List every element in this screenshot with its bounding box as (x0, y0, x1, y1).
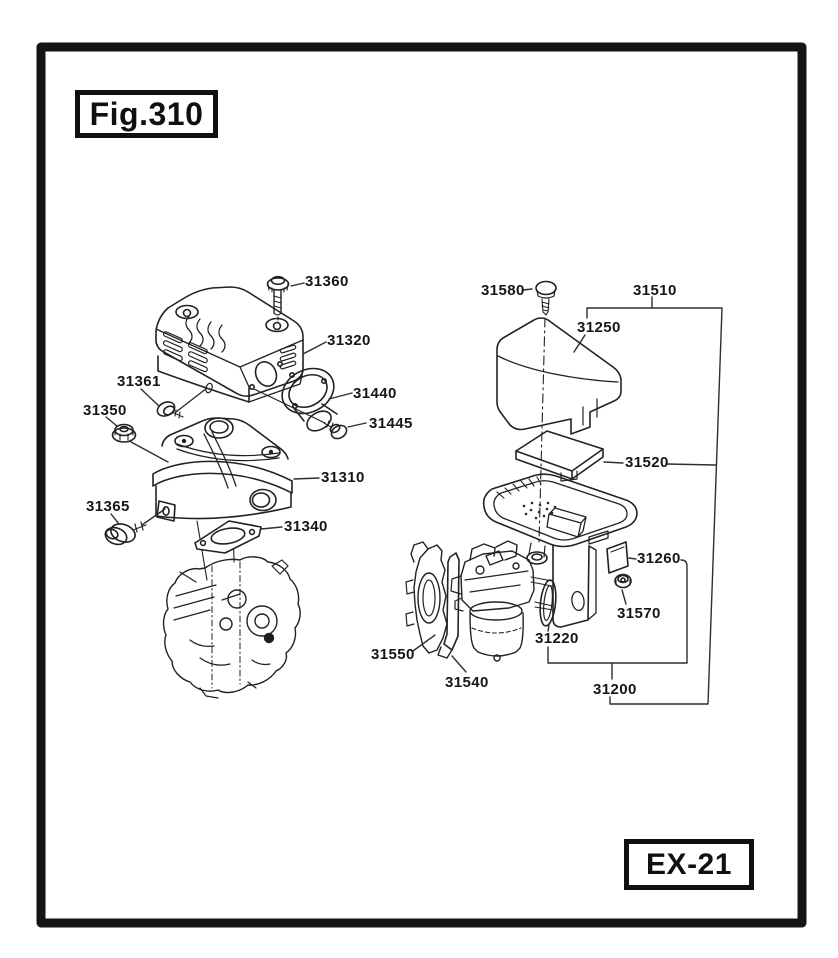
page-border (36, 42, 807, 928)
part-label-31320: 31320 (327, 332, 371, 349)
air-cleaner-assembly-drawing (405, 280, 638, 662)
gasket-31220-sketch (539, 579, 557, 627)
carburetor-sketch (450, 540, 535, 662)
part-label-31250: 31250 (577, 319, 621, 336)
part-label-31220: 31220 (535, 630, 579, 647)
part-label-31200: 31200 (593, 681, 637, 698)
nut-31570-sketch (614, 573, 632, 589)
part-label-31361: 31361 (117, 373, 161, 390)
air-cleaner-cover-31250-sketch (496, 317, 622, 435)
part-label-31445: 31445 (369, 415, 413, 432)
callout-lines (105, 282, 723, 705)
part-label-31440: 31440 (353, 385, 397, 402)
part-label-31580: 31580 (481, 282, 525, 299)
filter-element-31520-sketch (515, 430, 604, 482)
figure-number: Fig.310 (89, 95, 204, 132)
muffler-assembly-drawing (104, 275, 348, 699)
part-label-31260: 31260 (637, 550, 681, 567)
part-label-31310: 31310 (321, 469, 365, 486)
part-label-31350: 31350 (83, 402, 127, 419)
air-cleaner-base-31200-sketch (482, 473, 638, 628)
nut-31350-sketch (111, 423, 137, 443)
part-label-31540: 31540 (445, 674, 489, 691)
part-label-31510: 31510 (633, 282, 677, 299)
figure-number-box: Fig.310 (75, 90, 218, 138)
muffler-body-31310-sketch (152, 417, 293, 522)
part-label-31520: 31520 (625, 454, 669, 471)
exhaust-pipe-31440-sketch (281, 367, 338, 432)
part-label-31570: 31570 (617, 605, 661, 622)
muffler-cover-31320-sketch (155, 286, 304, 403)
part-label-31365: 31365 (86, 498, 130, 515)
part-label-31550: 31550 (371, 646, 415, 663)
screw-31361-sketch (156, 401, 184, 419)
page-code-box: EX-21 (624, 839, 754, 890)
page-code: EX-21 (646, 847, 732, 881)
part-label-31340: 31340 (284, 518, 328, 535)
plate-31540-sketch (437, 552, 460, 659)
bolt-31365-sketch (104, 521, 147, 546)
gasket-31340-sketch (194, 520, 262, 554)
part-label-31360: 31360 (305, 273, 349, 290)
insulator-31550-sketch (405, 541, 448, 654)
bolt-31445-sketch (253, 388, 348, 440)
plate-31260-sketch (606, 541, 629, 574)
engine-block-sketch (162, 556, 301, 699)
screw-31580-sketch (535, 280, 557, 316)
